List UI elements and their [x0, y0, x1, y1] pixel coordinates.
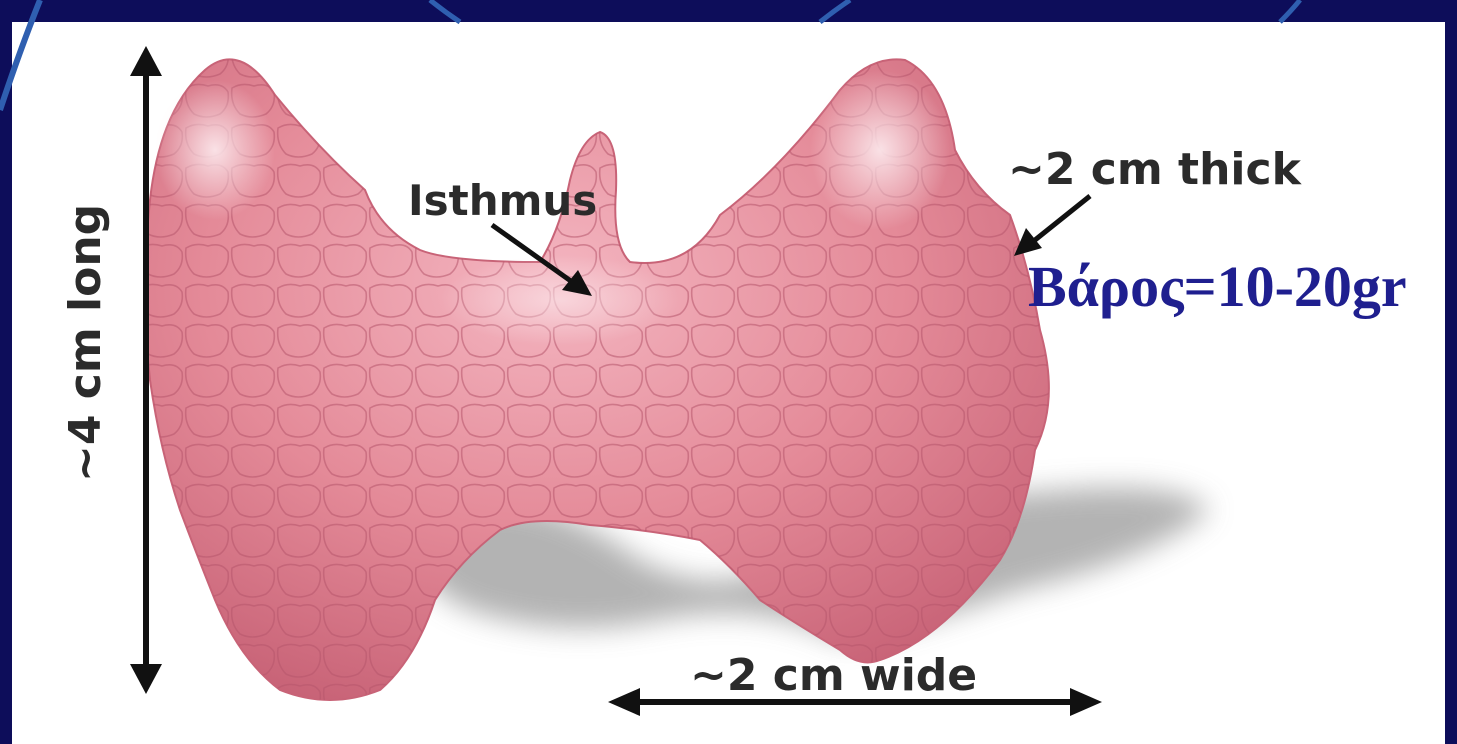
- thickness-pointer: [1030, 196, 1090, 244]
- weight-label: Βάρος=10-20gr: [1028, 258, 1407, 316]
- width-label: ~2 cm wide: [690, 654, 977, 698]
- isthmus-label: Isthmus: [408, 180, 597, 222]
- thickness-label: ~2 cm thick: [1008, 148, 1301, 192]
- length-label: ~4 cm long: [64, 204, 108, 482]
